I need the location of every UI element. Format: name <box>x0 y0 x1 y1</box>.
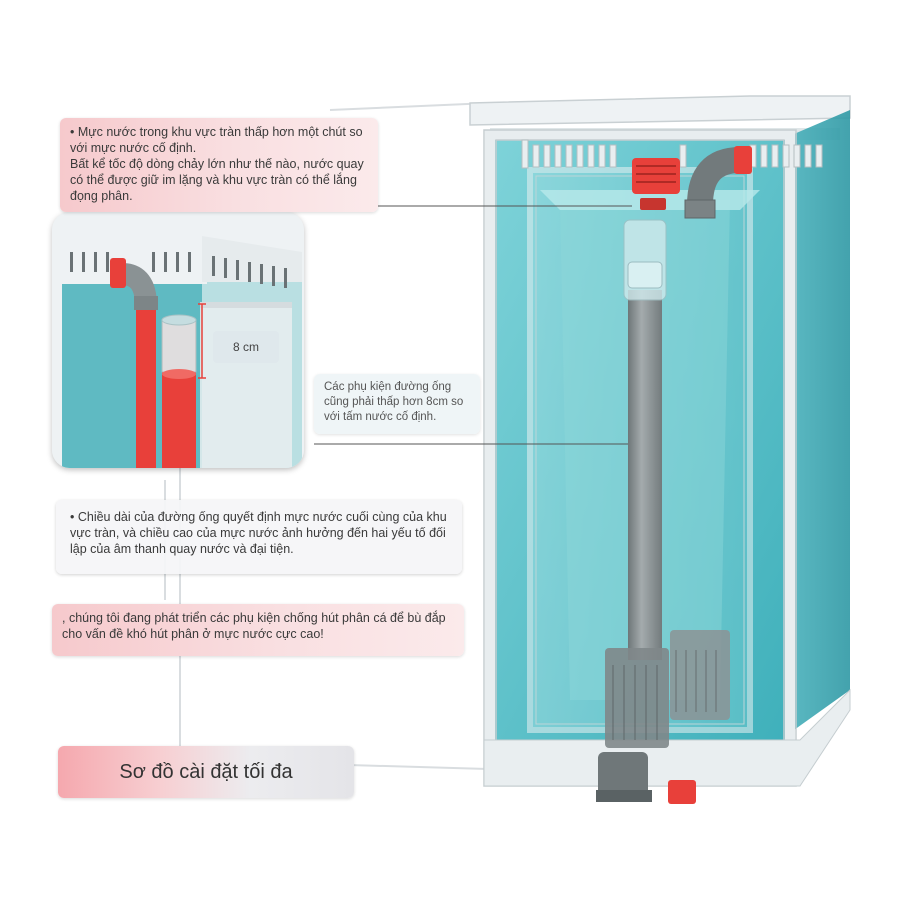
overflow-comb-teeth <box>521 139 823 169</box>
note-anti-suction: , chúng tôi đang phát triển các phụ kiện… <box>52 604 464 656</box>
note-water-level-line-2: Bất kể tốc độ dòng chảy lớn như thế nào,… <box>70 157 364 203</box>
return-pipe <box>670 146 752 720</box>
standpipe <box>605 158 680 748</box>
tank-right-side-water <box>780 110 850 740</box>
note-water-level-line-1: • Mực nước trong khu vực tràn thấp hơn m… <box>70 125 363 155</box>
diagram-title: Sơ đồ cài đặt tối đa <box>58 746 354 798</box>
note-pipe-length: • Chiều dài của đường ống quyết định mực… <box>56 500 462 574</box>
note-pipe-fittings: Các phụ kiện đường ống cũng phải thấp hơ… <box>314 374 480 434</box>
note-water-level: • Mực nước trong khu vực tràn thấp hơn m… <box>60 118 378 212</box>
bulkhead-fittings <box>596 752 696 804</box>
measure-label-8cm: 8 cm <box>213 331 279 363</box>
tank-base <box>483 688 851 787</box>
